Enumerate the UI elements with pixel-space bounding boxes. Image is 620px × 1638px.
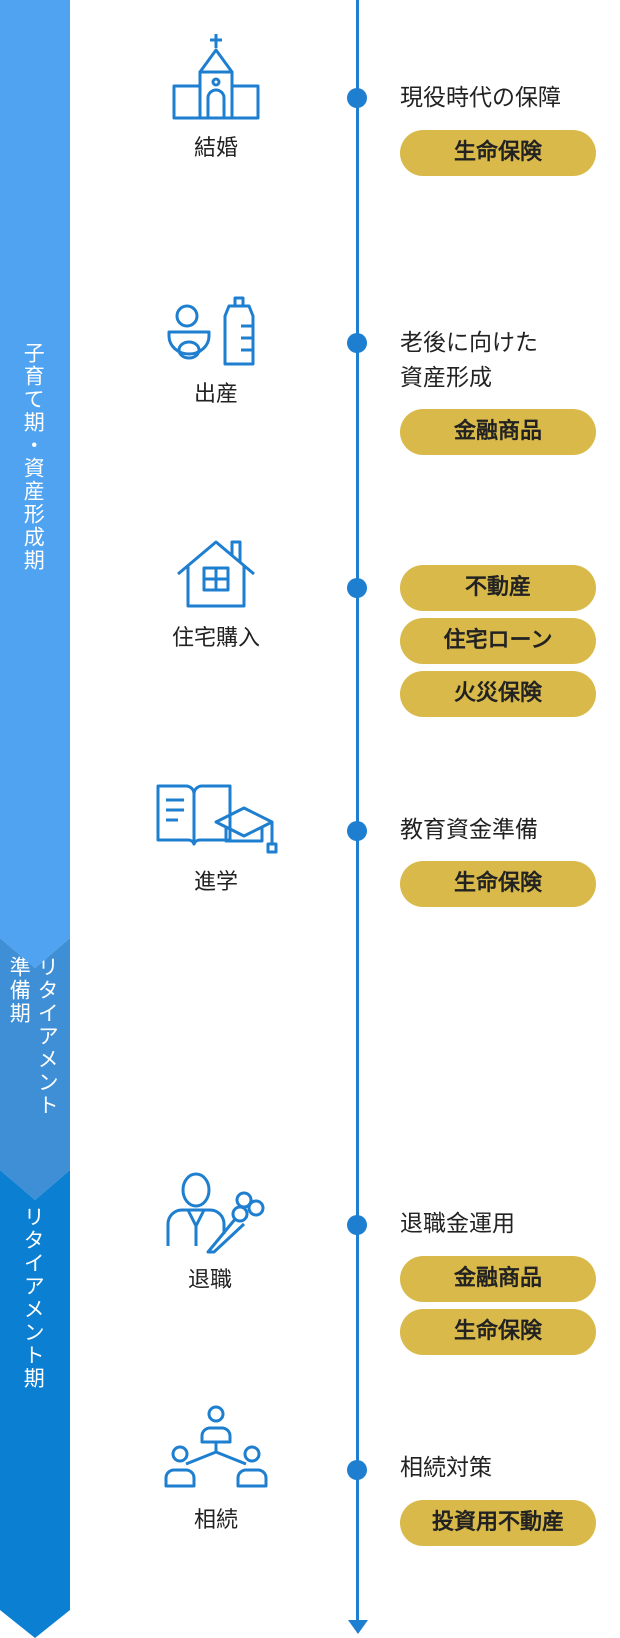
event-label: 退職 — [187, 1268, 232, 1293]
product-pill: 投資用不動産 — [400, 1500, 596, 1546]
timeline-dot — [347, 333, 367, 353]
timeline-dot — [347, 821, 367, 841]
retirement-icon — [166, 1172, 265, 1254]
baby-icon — [167, 296, 255, 366]
phase-band-child-rearing: 子育て期・資産形成期 — [0, 0, 70, 968]
event-label: 進学 — [193, 870, 238, 895]
timeline-dot — [347, 1460, 367, 1480]
inheritance-icon — [164, 1405, 268, 1488]
product-pill: 金融商品 — [400, 1256, 596, 1302]
phase-label: 子育て期・資産形成期 — [21, 342, 46, 572]
phase-band-retirement: リタイアメント期 — [0, 1170, 70, 1638]
product-pill: 生命保険 — [400, 861, 596, 907]
church-icon — [172, 34, 260, 120]
phase-label: リタイアメント期 — [21, 1206, 46, 1390]
timeline-dot — [347, 1215, 367, 1235]
event-description: 相続対策 — [400, 1455, 492, 1481]
phase-label-line2: 準備期 — [7, 956, 32, 1025]
timeline-axis — [356, 0, 359, 1620]
product-pill: 火災保険 — [400, 671, 596, 717]
product-pill: 不動産 — [400, 565, 596, 611]
event-label: 結婚 — [193, 136, 238, 161]
timeline-arrow-icon — [348, 1620, 368, 1634]
product-pill: 金融商品 — [400, 409, 596, 455]
education-icon — [156, 784, 278, 854]
product-pill: 住宅ローン — [400, 618, 596, 664]
timeline-dot — [347, 88, 367, 108]
event-label: 出産 — [193, 382, 238, 407]
product-pill: 生命保険 — [400, 1309, 596, 1355]
event-description: 教育資金準備 — [400, 817, 538, 843]
event-description-line2: 資産形成 — [400, 365, 492, 391]
product-pill: 生命保険 — [400, 130, 596, 176]
event-description: 退職金運用 — [400, 1211, 515, 1237]
event-description: 現役時代の保障 — [400, 85, 561, 111]
timeline-dot — [347, 578, 367, 598]
phase-band-retirement-prep: リタイアメント 準備期 — [0, 938, 70, 1200]
event-label: 相続 — [193, 1508, 238, 1533]
house-icon — [177, 540, 255, 608]
event-label: 住宅購入 — [171, 626, 260, 651]
event-description-line1: 老後に向けた — [400, 330, 538, 356]
phase-label-line1: リタイアメント — [35, 956, 60, 1117]
